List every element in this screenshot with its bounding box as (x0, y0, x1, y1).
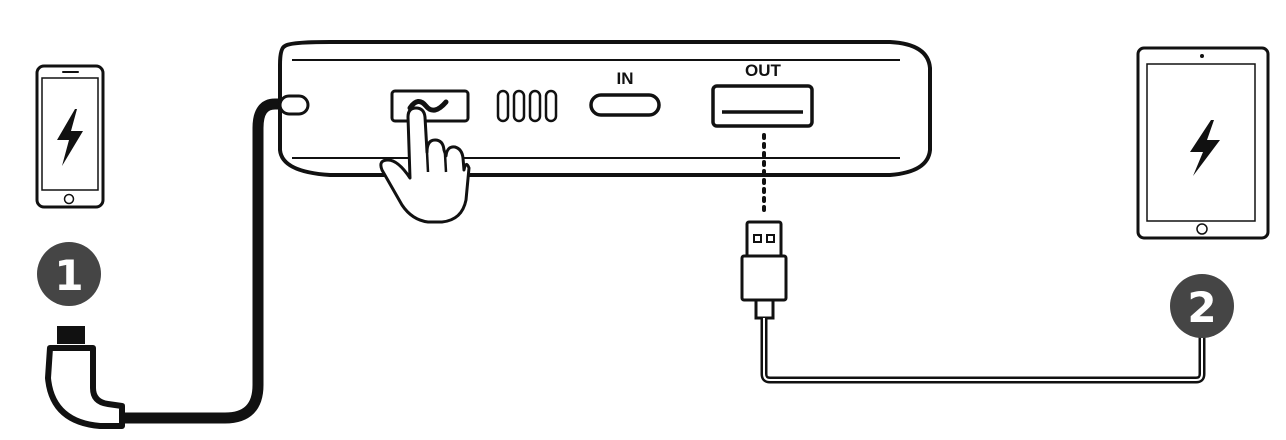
usb-a-output-port (711, 84, 814, 128)
usb-c-input-port (589, 93, 661, 117)
lightning-connector-icon (45, 326, 125, 429)
phone-charging-cable (112, 98, 294, 424)
step-1-badge: 1 (37, 242, 101, 306)
led-indicator-icon (496, 89, 558, 123)
step-2-number: 2 (1187, 283, 1216, 332)
power-bank: IN OUT (278, 40, 932, 177)
step-1-number: 1 (54, 251, 83, 300)
in-port-label: IN (617, 69, 634, 88)
power-button-icon (390, 89, 470, 123)
smartphone-icon (35, 64, 105, 209)
cable-port (278, 94, 310, 116)
tablet-charging-cable (760, 318, 1206, 384)
phone-lightning-bolt-icon (57, 109, 83, 166)
step-2-badge: 2 (1170, 274, 1234, 338)
usb-a-plug-icon (740, 220, 788, 320)
pointing-hand-icon (379, 106, 471, 224)
tablet-lightning-bolt-icon (1190, 120, 1220, 176)
out-port-label: OUT (745, 61, 782, 80)
tablet-icon (1136, 46, 1270, 240)
